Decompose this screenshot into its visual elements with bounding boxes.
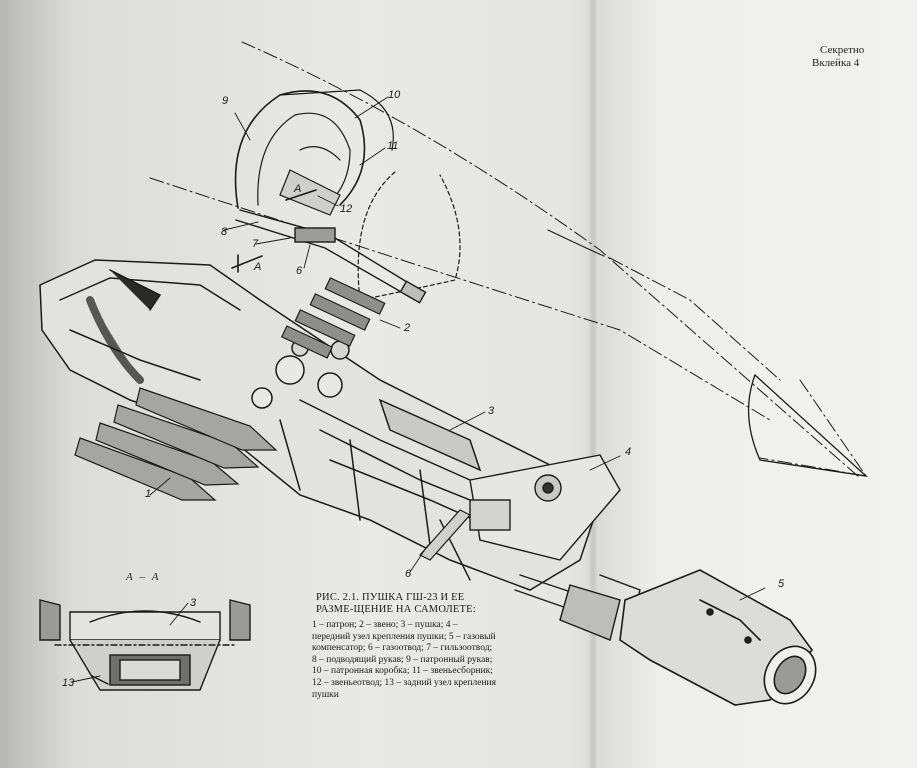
callout-7: 7 [252, 238, 259, 250]
aircraft-fuselage-curve [547, 229, 605, 257]
callout-5: 5 [778, 578, 785, 590]
callout-1: 1 [145, 488, 152, 500]
gun-body [39, 259, 601, 591]
section-label: А – А [126, 571, 161, 583]
front-mount [439, 454, 621, 581]
callout-6-bottom: 6 [405, 568, 412, 580]
section-marker-a-top: А [294, 183, 302, 195]
insert-label: Вклейка 4 [812, 57, 860, 69]
feed-chute [235, 209, 427, 304]
gas-compensator [619, 569, 817, 706]
section-marker-a-left: А [254, 261, 262, 273]
figure-caption-title: РИС. 2.1. ПУШКА ГШ-23 И ЕЕ РАЗМЕ-ЩЕНИЕ Н… [316, 592, 476, 615]
canopy-dashed [357, 171, 461, 301]
gas-outlet [419, 509, 471, 561]
callout-10: 10 [388, 89, 401, 101]
barrels [514, 574, 641, 641]
callout-8: 8 [221, 226, 228, 238]
page-gutter [588, 0, 598, 768]
section-a-a-view [39, 599, 251, 691]
classification-label: Секретно [820, 44, 865, 56]
callout-9: 9 [222, 95, 229, 107]
callout-6-top: 6 [296, 265, 303, 277]
callout-12: 12 [340, 203, 353, 215]
callout-2: 2 [404, 322, 411, 334]
section-arrow-a [231, 189, 317, 273]
cartridges [74, 387, 278, 501]
callout-3: 3 [488, 405, 495, 417]
callout-4: 4 [625, 446, 632, 458]
links [281, 277, 386, 359]
leader-lines [71, 96, 766, 683]
callout-13: 13 [62, 677, 75, 689]
aircraft-nose-cone [747, 373, 869, 477]
callout-3-section: 3 [190, 597, 197, 609]
figure-caption-legend: 1 – патрон; 2 – звено; 3 – пушка; 4 – пе… [312, 620, 496, 700]
callout-11: 11 [387, 140, 399, 152]
